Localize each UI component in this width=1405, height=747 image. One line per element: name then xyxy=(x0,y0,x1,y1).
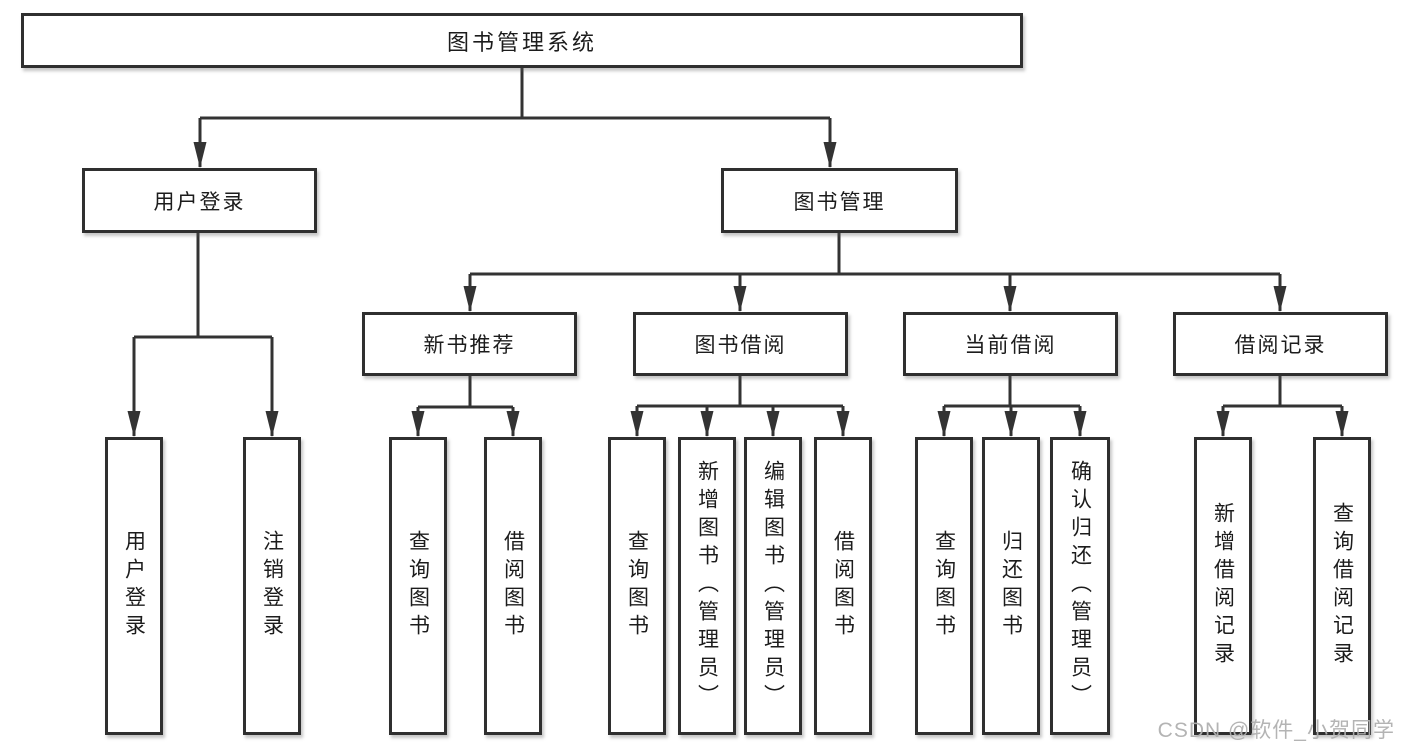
csdn-watermark: CSDN @软件_小贺同学 xyxy=(1157,719,1395,742)
leaf-bb-edit-books-admin: 编辑图书（管理员） xyxy=(744,437,802,735)
leaf-br-add-record: 新增借阅记录 xyxy=(1194,437,1252,735)
leaf-cb-return-books: 归还图书 xyxy=(982,437,1040,735)
node-root: 图书管理系统 xyxy=(21,13,1023,68)
leaf-nb-query-books: 查询图书 xyxy=(389,437,447,735)
node-new-book-recommend: 新书推荐 xyxy=(362,312,577,376)
leaf-bb-borrow-books: 借阅图书 xyxy=(814,437,872,735)
node-borrowing-records: 借阅记录 xyxy=(1173,312,1388,376)
leaf-user-login: 用户登录 xyxy=(105,437,163,735)
leaf-cb-query-books: 查询图书 xyxy=(915,437,973,735)
node-book-management: 图书管理 xyxy=(721,168,958,233)
leaf-logout: 注销登录 xyxy=(243,437,301,735)
node-book-borrowing: 图书借阅 xyxy=(633,312,848,376)
leaf-bb-add-books-admin: 新增图书（管理员） xyxy=(678,437,736,735)
leaf-bb-query-books: 查询图书 xyxy=(608,437,666,735)
leaf-br-query-record: 查询借阅记录 xyxy=(1313,437,1371,735)
node-user-login: 用户登录 xyxy=(82,168,317,233)
node-current-borrowing: 当前借阅 xyxy=(903,312,1118,376)
leaf-cb-confirm-return-admin: 确认归还（管理员） xyxy=(1050,437,1110,735)
leaf-nb-borrow-books: 借阅图书 xyxy=(484,437,542,735)
